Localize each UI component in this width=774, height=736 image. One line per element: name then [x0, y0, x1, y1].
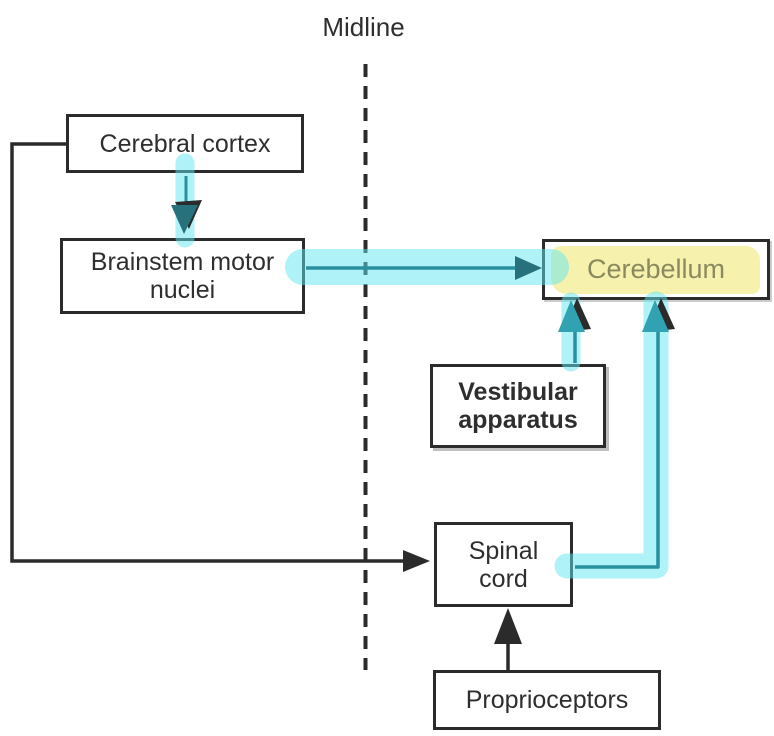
edge-cortex-to-brainstem-arrowhead-shadow: [175, 200, 202, 229]
node-cerebellum: Cerebellum: [542, 239, 770, 300]
node-proprioceptors: Proprioceptors: [433, 670, 661, 730]
node-brainstem-motor-nuclei: Brainstem motor nuclei: [60, 238, 305, 314]
node-vestibular-apparatus: Vestibular apparatus: [430, 364, 606, 448]
cerebral-cortex-label: Cerebral cortex: [99, 129, 271, 158]
edge-cortex-to-brainstem-arrowhead: [171, 205, 198, 234]
yellow-highlight: [551, 246, 760, 294]
edge-brainstem-to-cerebellum-arrowhead: [515, 256, 542, 280]
spinal-cord-label: Spinal cord: [468, 536, 539, 593]
edge-proprioceptors-to-spinal-arrowhead: [494, 608, 522, 644]
edge-spinal-to-cerebellum-arrowhead-shadow: [647, 298, 675, 332]
vestibular-label: Vestibular apparatus: [458, 378, 578, 434]
cerebellum-label: Cerebellum: [586, 254, 726, 285]
edge-vestibular-to-cerebellum-arrowhead: [558, 300, 585, 332]
proprioceptors-label: Proprioceptors: [465, 686, 629, 714]
node-cerebral-cortex: Cerebral cortex: [66, 114, 304, 173]
midline-label: Midline: [322, 12, 405, 42]
edge-spinal-to-cerebellum-arrowhead: [642, 300, 669, 332]
edge-cortex-to-spinal-line: [10, 142, 410, 563]
edge-cortex-to-spinal-arrowhead: [403, 550, 430, 572]
edge-vestibular-to-cerebellum-arrowhead-shadow: [563, 298, 591, 332]
brainstem-label: Brainstem motor nuclei: [90, 248, 275, 304]
node-spinal-cord: Spinal cord: [434, 522, 573, 607]
